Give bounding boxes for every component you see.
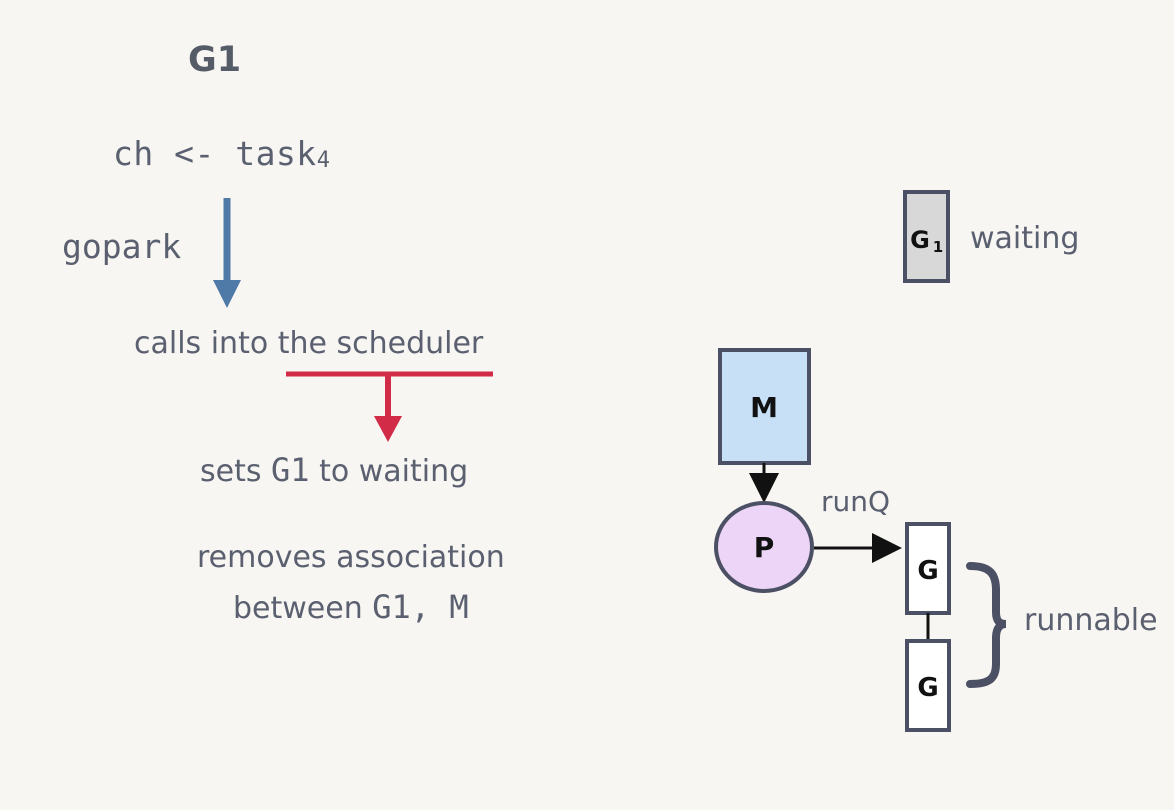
p-label: P bbox=[754, 531, 775, 564]
code-text: ch <- task bbox=[113, 134, 317, 173]
sets-goroutine-code: G1 bbox=[271, 451, 310, 489]
runq-g1-label: G bbox=[917, 556, 938, 586]
scheduler-arrow bbox=[286, 371, 493, 442]
gopark-label: gopark bbox=[62, 227, 182, 266]
runq-g2-label: G bbox=[917, 673, 938, 703]
sets-prefix: sets bbox=[200, 454, 272, 489]
between-text: between G1, M bbox=[233, 588, 469, 626]
waiting-box-letter: G bbox=[910, 226, 930, 254]
channel-send-code: ch <- task4 bbox=[113, 134, 330, 173]
p-processor-circle: P bbox=[714, 501, 814, 593]
waiting-box-subscript: 1 bbox=[933, 238, 943, 256]
m-thread-box: M bbox=[718, 348, 811, 465]
runq-label: runQ bbox=[821, 485, 891, 518]
sets-waiting-text: sets G1 to waiting bbox=[200, 451, 468, 489]
sets-suffix: to waiting bbox=[309, 454, 469, 489]
waiting-goroutine-box: G 1 bbox=[903, 190, 950, 283]
runnable-label: runnable bbox=[1024, 603, 1158, 638]
goroutine-title: G1 bbox=[188, 40, 242, 80]
waiting-label: waiting bbox=[970, 221, 1080, 256]
between-prefix: between bbox=[233, 591, 373, 626]
runq-goroutine-2: G bbox=[905, 639, 951, 732]
runnable-brace bbox=[966, 562, 1007, 688]
runq-goroutine-1: G bbox=[905, 522, 951, 615]
m-label: M bbox=[750, 391, 778, 424]
calls-scheduler-text: calls into the scheduler bbox=[134, 326, 484, 361]
code-subscript: 4 bbox=[316, 148, 331, 173]
between-code: G1, M bbox=[372, 588, 469, 626]
gopark-arrow bbox=[213, 198, 241, 308]
removes-association-text: removes association bbox=[197, 540, 505, 575]
